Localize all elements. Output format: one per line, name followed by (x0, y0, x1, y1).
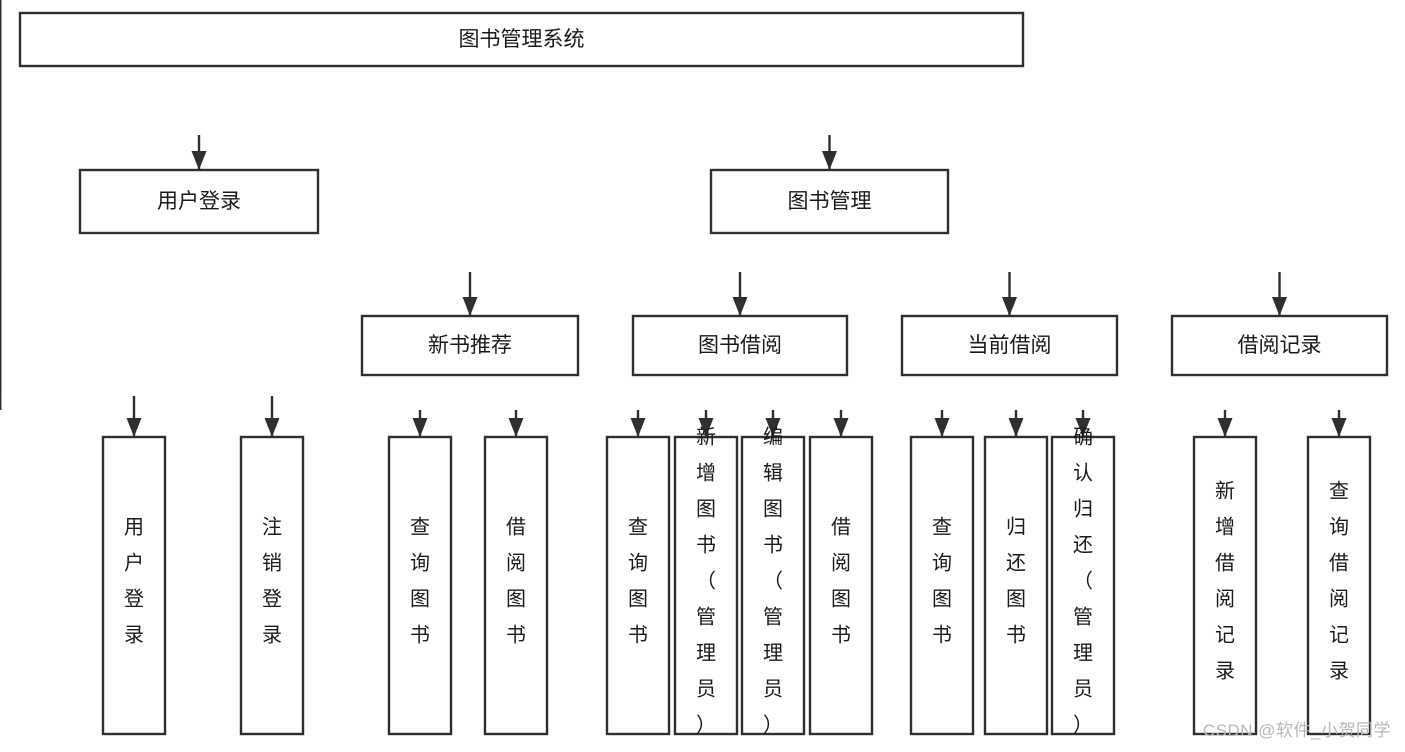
node-box-current-borrow[interactable] (900, 314, 1119, 377)
arrow-head-icon (191, 151, 207, 170)
node-box-leaf-logout[interactable] (239, 435, 305, 736)
node-label-leaf-user-login: 用户登录 (124, 517, 144, 647)
arrow-head-icon (264, 418, 280, 437)
node-label-borrow-record: 借阅记录 (1238, 334, 1322, 357)
node-label-leaf-borrow-book: 借阅图书 (831, 516, 851, 647)
node-label-book-management: 图书管理 (788, 190, 872, 213)
node-box-leaf-user-login[interactable] (101, 435, 167, 736)
node-box-leaf-query-book-current[interactable] (909, 435, 975, 736)
node-leaf-add-borrow-record[interactable]: 新增借阅记录 (1192, 435, 1258, 736)
node-label-user-login: 用户登录 (157, 190, 241, 213)
node-label-leaf-query-book-borrow: 查询图书 (628, 516, 648, 647)
node-book-borrow[interactable]: 图书借阅 (631, 314, 849, 377)
node-label-leaf-logout: 注销登录 (262, 516, 282, 647)
arrow-head-icon (508, 418, 524, 437)
node-label-new-book-recommend: 新书推荐 (428, 334, 512, 357)
arrow-head-icon (1008, 418, 1024, 437)
node-leaf-borrow-book[interactable]: 借阅图书 (808, 435, 874, 736)
node-leaf-confirm-return[interactable]: 确认归还（管理员） (1050, 426, 1116, 737)
node-box-root[interactable] (18, 11, 1025, 68)
arrow-head-icon (698, 418, 714, 437)
node-label-leaf-edit-book: 编辑图书（管理员） (763, 426, 783, 737)
node-leaf-query-borrow-record[interactable]: 查询借阅记录 (1306, 435, 1372, 736)
node-label-leaf-query-borrow-record: 查询借阅记录 (1329, 480, 1349, 683)
node-box-leaf-query-book-recommend[interactable] (387, 435, 453, 736)
arrow-head-icon (1272, 297, 1287, 316)
arrow-head-icon (1331, 418, 1347, 437)
node-box-leaf-add-book[interactable] (673, 435, 739, 736)
arrow-head-icon (1075, 418, 1091, 437)
arrow-head-icon (126, 418, 142, 437)
node-box-leaf-query-book-borrow[interactable] (605, 435, 671, 736)
arrow-head-icon (1002, 297, 1017, 316)
node-box-book-borrow[interactable] (631, 314, 849, 377)
node-leaf-query-book-current[interactable]: 查询图书 (909, 435, 975, 736)
node-label-leaf-borrow-book-recommend: 借阅图书 (506, 516, 526, 647)
node-label-leaf-query-book-recommend: 查询图书 (410, 516, 430, 647)
node-box-book-management[interactable] (709, 168, 950, 235)
arrow-head-icon (732, 297, 748, 316)
node-book-management[interactable]: 图书管理 (709, 168, 950, 235)
node-leaf-user-login[interactable]: 用户登录 (101, 435, 167, 736)
node-label-root: 图书管理系统 (459, 28, 585, 51)
node-layer: 图书管理系统用户登录图书管理新书推荐图书借阅当前借阅借阅记录用户登录注销登录查询… (18, 11, 1389, 737)
arrow-head-icon (822, 151, 837, 170)
connector-layer (0, 0, 1347, 437)
arrow-head-icon (765, 418, 781, 437)
node-label-leaf-query-book-current: 查询图书 (932, 516, 952, 647)
node-label-leaf-add-borrow-record: 新增借阅记录 (1215, 480, 1235, 683)
node-box-borrow-record[interactable] (1170, 314, 1389, 377)
arrow-head-icon (1217, 418, 1233, 437)
node-box-leaf-confirm-return[interactable] (1050, 435, 1116, 736)
node-label-leaf-confirm-return: 确认归还（管理员） (1073, 426, 1093, 737)
node-label-current-borrow: 当前借阅 (968, 334, 1052, 357)
node-box-leaf-query-borrow-record[interactable] (1306, 435, 1372, 736)
node-leaf-query-book-borrow[interactable]: 查询图书 (605, 435, 671, 736)
arrow-head-icon (412, 418, 428, 437)
node-current-borrow[interactable]: 当前借阅 (900, 314, 1119, 377)
node-leaf-add-book[interactable]: 新增图书（管理员） (673, 426, 739, 737)
node-root[interactable]: 图书管理系统 (18, 11, 1025, 68)
arrow-head-icon (934, 418, 950, 437)
watermark-label: CSDN @软件_小贺同学 (1202, 721, 1391, 740)
node-box-leaf-return-book[interactable] (983, 435, 1049, 736)
node-label-leaf-add-book: 新增图书（管理员） (696, 426, 716, 737)
node-new-book-recommend[interactable]: 新书推荐 (360, 314, 580, 377)
node-box-leaf-edit-book[interactable] (740, 435, 806, 736)
node-leaf-query-book-recommend[interactable]: 查询图书 (387, 435, 453, 736)
node-leaf-logout[interactable]: 注销登录 (239, 435, 305, 736)
node-user-login[interactable]: 用户登录 (78, 168, 320, 235)
arrow-head-icon (833, 418, 849, 437)
node-borrow-record[interactable]: 借阅记录 (1170, 314, 1389, 377)
node-label-leaf-return-book: 归还图书 (1006, 516, 1026, 647)
node-box-leaf-borrow-book[interactable] (808, 435, 874, 736)
arrow-head-icon (462, 297, 478, 316)
node-box-new-book-recommend[interactable] (360, 314, 580, 377)
arrow-head-icon (630, 418, 646, 437)
node-leaf-borrow-book-recommend[interactable]: 借阅图书 (483, 435, 549, 736)
node-box-user-login[interactable] (78, 168, 320, 235)
node-leaf-edit-book[interactable]: 编辑图书（管理员） (740, 426, 806, 737)
node-box-leaf-add-borrow-record[interactable] (1192, 435, 1258, 736)
node-leaf-return-book[interactable]: 归还图书 (983, 435, 1049, 736)
node-label-book-borrow: 图书借阅 (698, 334, 782, 357)
node-box-leaf-borrow-book-recommend[interactable] (483, 435, 549, 736)
